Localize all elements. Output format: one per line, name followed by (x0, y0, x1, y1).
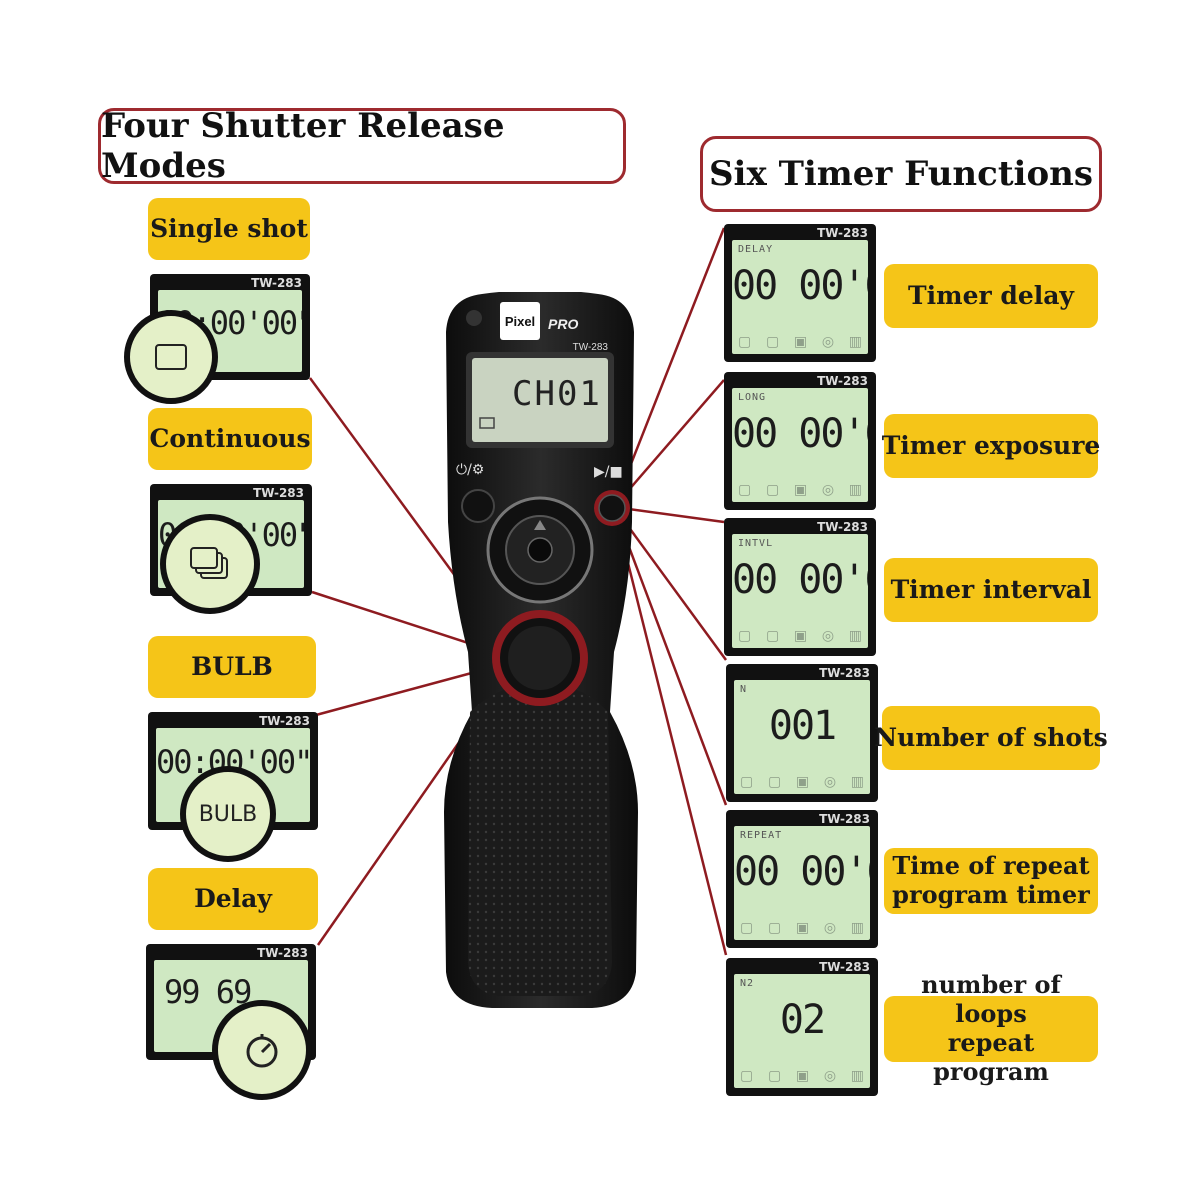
remote-logo: Pixel (500, 302, 540, 340)
lcd-timer-interval: TW-283 INTVL 00 00'01" ▢▢▣◎▥ (724, 518, 876, 656)
lcd-status-icons: ▢▢▣◎▥ (738, 334, 862, 350)
lcd-model-label: TW-283 (819, 960, 870, 974)
lcd-timer-exposure: TW-283 LONG 00 00'00" ▢▢▣◎▥ (724, 372, 876, 510)
function-label-timer-interval: Timer interval (884, 558, 1098, 622)
brand-suffix: PRO (548, 316, 579, 332)
lcd-model-label: TW-283 (251, 276, 302, 290)
lcd-digits: 02 (779, 996, 826, 1043)
single-frame-icon (124, 310, 218, 404)
lcd-loops: TW-283 N2 02 ▢▢▣◎▥ (726, 958, 878, 1096)
self-timer-icon (212, 1000, 312, 1100)
remote-body (444, 290, 638, 1008)
lcd-digits: 00 00'01" (734, 848, 870, 895)
lcd-indicator: LONG (738, 392, 767, 403)
lcd-model-label: TW-283 (819, 812, 870, 826)
lcd-indicator: N2 (740, 978, 755, 989)
lcd-digits: 001 (768, 702, 837, 749)
lcd-model-label: TW-283 (819, 666, 870, 680)
power-settings-icon: ⏻/⚙ (456, 462, 485, 478)
function-label-loops: number of loops repeat program (884, 971, 1098, 1086)
function-label-repeat-timer: Time of repeat program timer (884, 848, 1098, 914)
play-stop-icon: ▶/■ (594, 464, 623, 480)
lcd-model-label: TW-283 (259, 714, 310, 728)
continuous-frames-icon (160, 514, 260, 614)
timer-functions-heading: Six Timer Functions (700, 136, 1102, 212)
bulb-icon-text: BULB (198, 801, 258, 827)
lcd-model-label: TW-283 (257, 946, 308, 960)
lcd-digits: 00 00'00" (732, 262, 868, 309)
mode-label-single-shot: Single shot (148, 198, 310, 260)
lcd-status-icons: ▢▢▣◎▥ (738, 628, 862, 644)
remote-model-label: TW-283 (572, 342, 608, 353)
lcd-status-icons: ▢▢▣◎▥ (740, 774, 864, 790)
lcd-model-label: TW-283 (817, 520, 868, 534)
connector-loops (612, 506, 728, 956)
mode-label-delay: Delay (148, 868, 318, 930)
lcd-status-icons: ▢▢▣◎▥ (740, 920, 864, 936)
lcd-number-of-shots: TW-283 N 001 ▢▢▣◎▥ (726, 664, 878, 802)
lcd-single-shot: TW-283 00:00'00" (150, 274, 310, 380)
lcd-repeat-timer: TW-283 REPEAT 00 00'01" ▢▢▣◎▥ (726, 810, 878, 948)
remote-controller: Pixel PRO TW-283 CH01 ⏻/⚙ ▶/■ (442, 290, 638, 1008)
lcd-indicator: N (740, 684, 748, 695)
function-label-timer-exposure: Timer exposure (882, 414, 1100, 478)
lcd-indicator: INTVL (738, 538, 774, 549)
bulb-text-icon: BULB (180, 766, 276, 862)
function-label-timer-delay: Timer delay (884, 264, 1098, 328)
connector-number-of-shots (612, 506, 728, 661)
lcd-model-label: TW-283 (817, 374, 868, 388)
brand-name: Pixel (504, 313, 536, 329)
lcd-model-label: TW-283 (817, 226, 868, 240)
mode-label-bulb: BULB (148, 636, 316, 698)
lcd-digits: 00 00'00" (732, 410, 868, 457)
lcd-digits: 00 00'01" (732, 556, 868, 603)
shutter-modes-heading: Four Shutter Release Modes (98, 106, 626, 186)
lcd-status-icons: ▢▢▣◎▥ (740, 1068, 864, 1084)
lcd-timer-delay: TW-283 DELAY 00 00'00" ▢▢▣◎▥ (724, 224, 876, 362)
lcd-indicator: DELAY (738, 244, 774, 255)
connector-repeat-timer (612, 506, 728, 806)
connector-timer-interval (613, 505, 725, 524)
function-label-number-of-shots: Number of shots (874, 706, 1108, 770)
lcd-model-label: TW-283 (253, 486, 304, 500)
lcd-indicator: REPEAT (740, 830, 783, 841)
mode-label-continuous: Continuous (148, 408, 312, 470)
remote-screen-text: CH01 (512, 374, 602, 414)
lcd-status-icons: ▢▢▣◎▥ (738, 482, 862, 498)
